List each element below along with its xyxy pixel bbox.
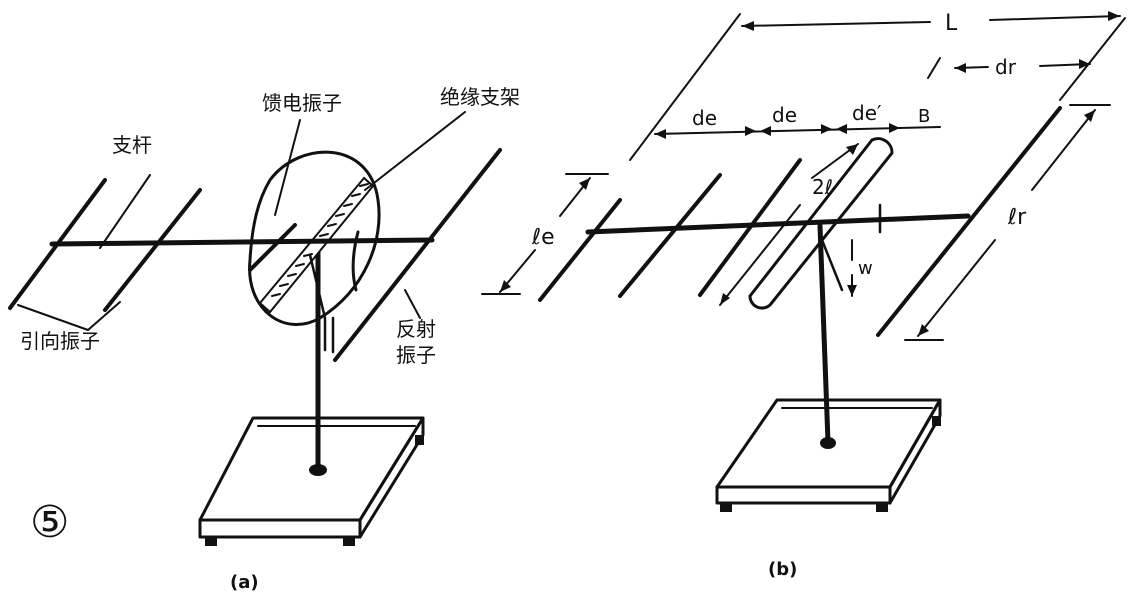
boom-b (585, 213, 971, 235)
mast-b (817, 223, 831, 445)
dimension-lr (904, 104, 1111, 341)
label-directors: 引向振子 (20, 329, 100, 353)
caption-a: (a) (230, 572, 259, 593)
reflector-element-b (876, 106, 1062, 337)
dimension-le (481, 173, 609, 295)
insulating-bracket-disk (248, 150, 381, 326)
director-leader-2 (87, 301, 121, 331)
label-lr: ℓr (1007, 205, 1027, 230)
label-reflector-1: 反射 (396, 317, 436, 341)
label-boom: 支杆 (112, 133, 152, 157)
feed-line-a (308, 253, 335, 354)
reflector-element-a (333, 148, 502, 362)
dimension-2l (719, 143, 859, 306)
boom-a (49, 237, 435, 247)
label-B: B (918, 106, 930, 127)
dimension-dr (927, 57, 1091, 79)
dimension-L (629, 11, 1126, 161)
dimension-w (847, 239, 857, 297)
label-de-2: de (772, 103, 797, 127)
panel-a: 支杆 馈电振子 绝缘支架 引向振子 反射 振子 ⑤ (a) (8, 85, 520, 593)
director-element-2 (103, 188, 202, 312)
label-2l: 2ℓ (812, 175, 833, 199)
label-L: L (945, 11, 958, 36)
driven-element-a (248, 223, 297, 272)
label-reflector-2: 振子 (396, 343, 436, 367)
dimension-spacings (654, 123, 941, 139)
caption-b: (b) (768, 559, 797, 580)
mast-foot-b (820, 437, 836, 449)
reflector-leader (404, 289, 421, 319)
panel-b: L dr de de de′ B (481, 11, 1126, 580)
driven-leader (274, 119, 301, 216)
bracket-leader (364, 111, 466, 191)
director-element-b2 (618, 173, 722, 298)
label-driven-element: 馈电振子 (262, 91, 342, 115)
label-le: ℓe (531, 225, 555, 250)
director-element-b1 (538, 198, 622, 302)
mast-foot-a (309, 464, 327, 476)
label-insulating-bracket: 绝缘支架 (440, 85, 520, 109)
boom-leader (99, 174, 151, 249)
label-w: w (858, 258, 873, 279)
label-dr: dr (995, 55, 1017, 79)
figure-number: ⑤ (30, 497, 69, 548)
folded-dipole (748, 137, 894, 310)
label-de-prime: de′ (852, 101, 882, 125)
feed-line-b (820, 203, 882, 292)
director-leader-1 (17, 304, 89, 331)
label-de-1: de (692, 106, 717, 130)
base-stand-a (198, 416, 425, 546)
base-stand-b (715, 398, 942, 512)
